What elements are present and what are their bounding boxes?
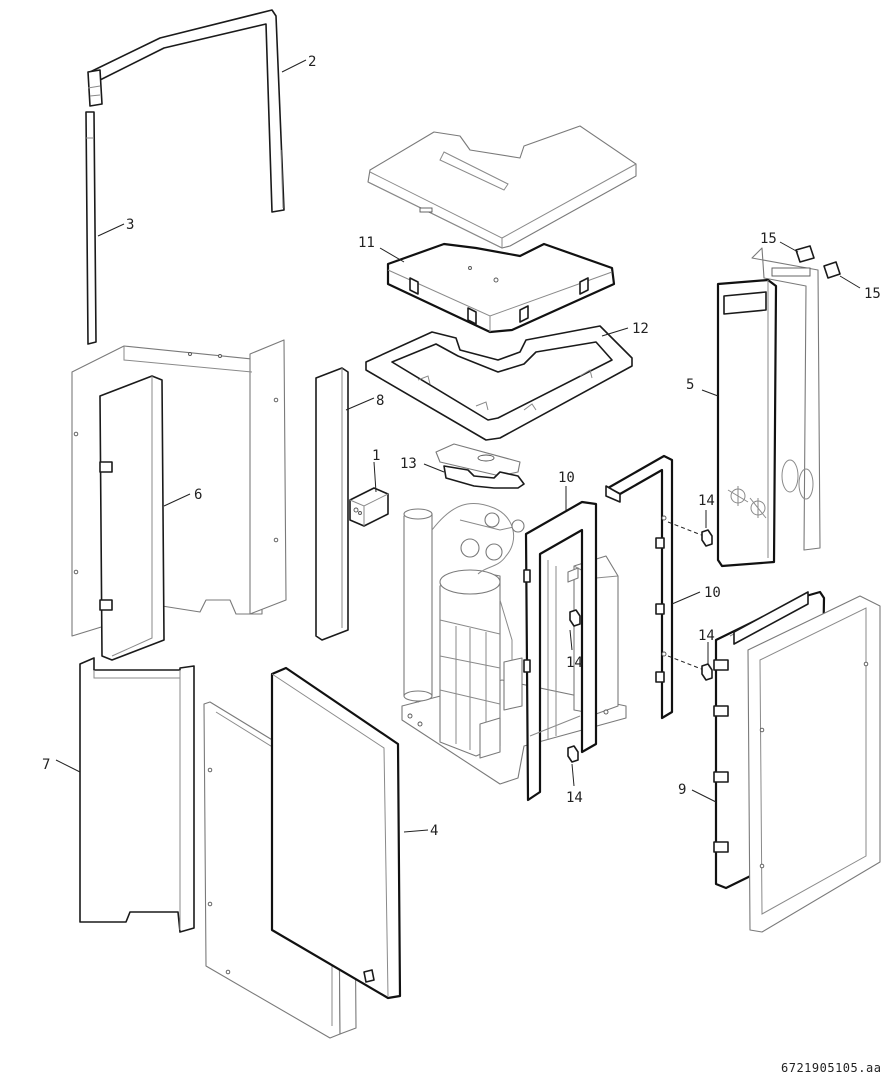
callout-1: 1 xyxy=(372,448,380,464)
callout-10-front: 10 xyxy=(558,470,575,486)
callout-9: 9 xyxy=(678,782,686,798)
part-4-insulation-panel xyxy=(270,666,402,1000)
callout-6: 6 xyxy=(194,487,202,503)
callout-8: 8 xyxy=(376,393,384,409)
drawing-reference-number: 6721905105.aa xyxy=(781,1061,881,1075)
callout-12: 12 xyxy=(632,321,649,337)
part-6-insulation-panel xyxy=(99,375,165,661)
callout-7: 7 xyxy=(42,757,50,773)
callout-14-upper: 14 xyxy=(698,493,715,509)
callout-2: 2 xyxy=(308,54,316,70)
callout-3: 3 xyxy=(126,217,134,233)
callout-4: 4 xyxy=(430,823,438,839)
part-11-insulation-plate xyxy=(386,242,616,334)
part-10-front-frame xyxy=(523,500,598,802)
leader-lines xyxy=(55,59,861,833)
callout-11: 11 xyxy=(358,235,375,251)
callout-14-mid: 14 xyxy=(566,655,583,671)
callout-15-top: 15 xyxy=(760,231,777,247)
part-12-gasket xyxy=(365,325,633,441)
part-15-clips xyxy=(795,245,841,279)
part-14-screws xyxy=(567,521,713,763)
part-3-vertical-strip xyxy=(85,111,97,345)
callout-5: 5 xyxy=(686,377,694,393)
callout-10-rear: 10 xyxy=(704,585,721,601)
part-2-top-rail xyxy=(87,9,285,213)
part-13-bracket xyxy=(435,443,525,489)
callout-14-lower: 14 xyxy=(698,628,715,644)
part-7-front-panel xyxy=(79,657,195,933)
part-10-rear-frame xyxy=(605,454,674,720)
callout-14-bottom: 14 xyxy=(566,790,583,806)
top-cover xyxy=(367,125,637,249)
callout-13: 13 xyxy=(400,456,417,472)
part-8-narrow-strip xyxy=(315,367,349,641)
callout-15-right: 15 xyxy=(864,286,881,302)
callout-labels: 2 3 1 4 5 6 7 8 9 10 10 11 12 13 14 14 1… xyxy=(42,54,881,839)
part-5-side-panel xyxy=(716,247,821,568)
right-door xyxy=(747,595,881,933)
part-1-control-box xyxy=(349,487,389,527)
